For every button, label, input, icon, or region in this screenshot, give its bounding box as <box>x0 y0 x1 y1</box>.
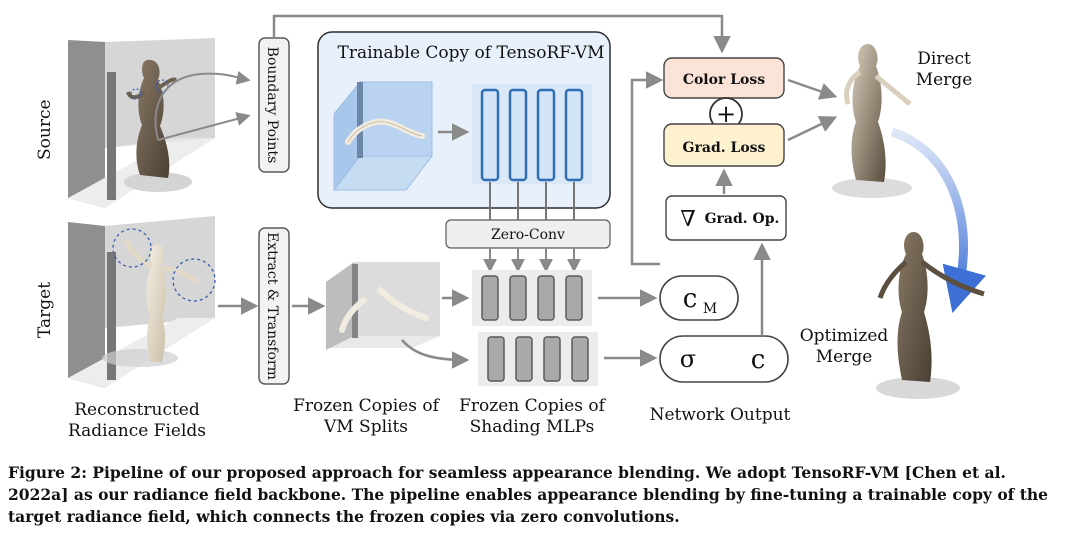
direct-merge-label-line2: Merge <box>916 70 973 90</box>
trainable-bar-3 <box>536 88 556 182</box>
sigma-symbol: σ <box>680 345 696 373</box>
frozen-mlp-label-line2: Shading MLPs <box>470 417 595 437</box>
frozen-mlp-top-bar-1 <box>481 275 499 321</box>
direct-merge-label-line1: Direct <box>917 49 971 69</box>
trainable-bars-group <box>480 88 584 182</box>
trainable-bar-2 <box>508 88 528 182</box>
reconstructed-label-line2: Radiance Fields <box>68 421 206 441</box>
frozen-vm-label-line1: Frozen Copies of <box>293 396 441 416</box>
target-label: Target <box>35 282 55 338</box>
frozen-mlp-bottom-bar-3 <box>543 336 561 382</box>
cm-subscript: M <box>703 301 717 317</box>
sigma-c-output-box <box>659 335 789 383</box>
c-symbol: c <box>751 345 766 375</box>
figure-caption: Figure 2: Pipeline of our proposed appro… <box>8 463 1049 526</box>
frozen-mlp-top-bar-3 <box>537 275 555 321</box>
color-loss-label: Color Loss <box>683 72 765 88</box>
trainable-bar-4 <box>564 88 584 182</box>
source-to-boundary-arrow <box>157 112 251 141</box>
extract-transform-box <box>258 227 290 385</box>
zero-conv-links <box>483 182 581 273</box>
color-loss-to-merge-arrow <box>787 78 838 100</box>
source-field-icon <box>68 38 215 208</box>
trainable-copy-title: Trainable Copy of TensoRF-VM <box>338 43 605 63</box>
frozen-mlp-bottom-bar-4 <box>571 336 589 382</box>
source-to-boundary-curve <box>154 70 251 141</box>
grad-loss-label: Grad. Loss <box>683 140 766 156</box>
direct-merge-statue <box>832 44 912 198</box>
optimized-merge-label-line2: Merge <box>816 347 873 367</box>
frozen-mlp-bottom-bar-1 <box>487 336 505 382</box>
plus-operator-symbol: + <box>716 100 736 128</box>
frozen-vm-label-line2: VM Splits <box>323 417 408 437</box>
source-label: Source <box>35 99 55 160</box>
frozen-mlp-bottom-bar-2 <box>515 336 533 382</box>
grad-loss-box <box>663 123 785 167</box>
trainable-vm-cube-icon <box>332 80 434 192</box>
grad-op-label: Grad. Op. <box>705 211 780 227</box>
optimized-merge-statue <box>876 232 985 399</box>
boundary-to-color-loss-line <box>272 14 731 54</box>
cm-symbol: c <box>683 284 698 314</box>
frozen-bars-group <box>481 275 589 382</box>
zero-conv-label: Zero-Conv <box>491 227 565 243</box>
trainable-bar-1 <box>480 88 500 182</box>
boundary-points-label: Boundary Points <box>264 47 280 164</box>
reconstructed-label-line1: Reconstructed <box>74 400 200 420</box>
extract-transform-label: Extract & Transform <box>264 232 280 380</box>
pipeline-diagram: Source Target Reconstructed Radiance Fie… <box>35 14 987 441</box>
frozen-mlp-label-line1: Frozen Copies of <box>459 396 607 416</box>
network-output-label: Network Output <box>650 405 791 425</box>
target-field-icon <box>68 216 216 388</box>
frozen-mlp-top-bar-2 <box>509 275 527 321</box>
zero-conv-box <box>445 219 611 249</box>
nabla-symbol: ∇ <box>680 207 695 232</box>
optimization-arc-arrow <box>890 127 987 314</box>
vm-to-mlp-bottom-arrow <box>401 339 470 369</box>
grad-op-box <box>665 195 787 241</box>
optimized-merge-label-line1: Optimized <box>800 326 889 346</box>
cm-output-box <box>659 275 739 321</box>
grad-loss-to-merge-arrow <box>787 116 838 142</box>
frozen-vm-cube-icon <box>326 262 440 350</box>
frozen-mlp-top-bar-4 <box>565 275 583 321</box>
cm-to-color-loss-line <box>630 71 664 266</box>
